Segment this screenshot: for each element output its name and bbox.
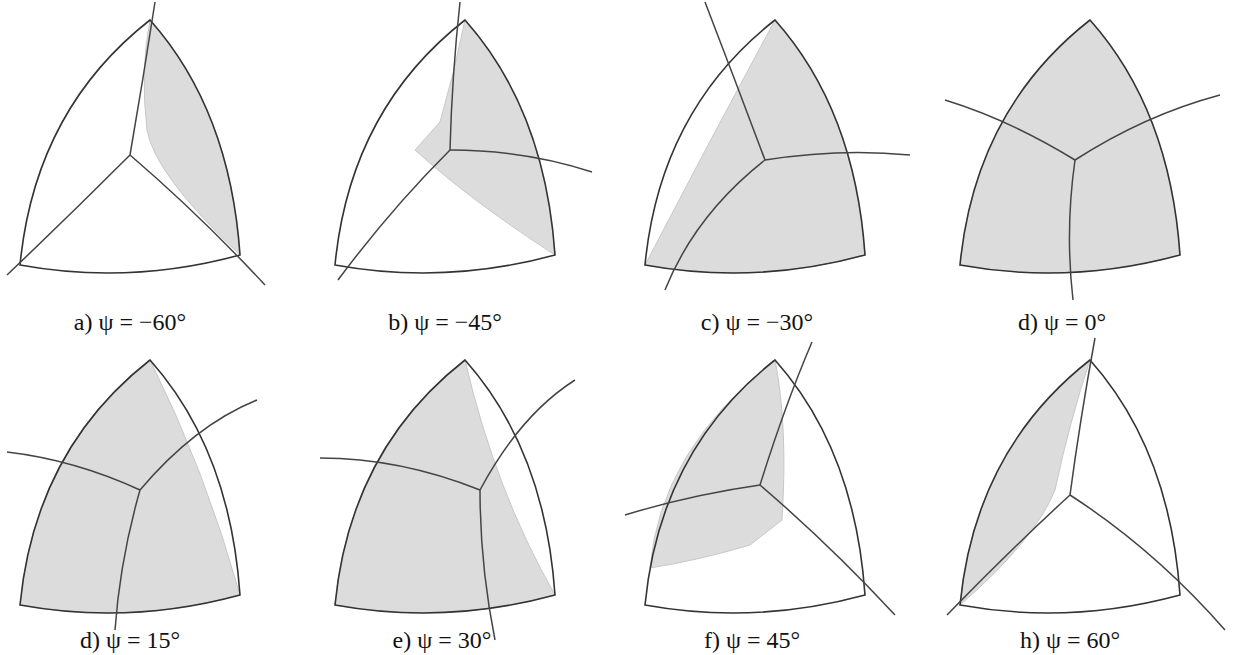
great-circle (665, 160, 765, 290)
shaded-region (960, 360, 1090, 605)
sphere-octant (945, 20, 1220, 300)
great-circle (450, 2, 460, 150)
shaded-region (144, 20, 240, 255)
great-circle (320, 458, 480, 490)
panel-label: a) ψ = −60° (74, 309, 186, 336)
panel-label: d) ψ = 15° (80, 627, 180, 654)
panel-label: f) ψ = 45° (704, 627, 800, 654)
great-circle (765, 152, 910, 160)
great-circle (625, 485, 760, 515)
sphere-octant (625, 342, 895, 615)
great-circle (760, 342, 812, 485)
triangle-outline (335, 20, 555, 273)
sphere-octant (335, 2, 592, 280)
great-circle (945, 100, 1075, 160)
triangle-outline (20, 20, 240, 273)
sphere-octant (7, 2, 265, 285)
great-circle (1075, 95, 1220, 160)
great-circle (480, 380, 575, 490)
triangle-outline (20, 360, 240, 613)
great-circle (338, 150, 450, 280)
triangle-outline (335, 360, 555, 613)
triangle-outline (645, 360, 865, 613)
panel-label: e) ψ = 30° (393, 627, 492, 654)
sphere-octant (320, 360, 575, 640)
sphere-octant (645, 2, 910, 290)
shaded-region (335, 360, 555, 613)
triangle-outline (960, 360, 1180, 613)
panel-label: d) ψ = 0° (1018, 309, 1106, 336)
shaded-region (20, 360, 240, 613)
shaded-region (645, 20, 865, 273)
great-circle (115, 490, 140, 630)
shaded-region (650, 360, 784, 568)
sphere-octant (947, 338, 1225, 630)
great-circle (450, 150, 592, 172)
great-circle (7, 452, 140, 490)
great-circle (140, 400, 257, 490)
great-circle (1070, 338, 1095, 495)
panel-label: c) ψ = −30° (701, 309, 813, 336)
great-circle (705, 2, 765, 160)
great-circle (480, 490, 495, 640)
great-circle (1069, 160, 1075, 300)
great-circle (130, 2, 155, 155)
great-circle (760, 485, 895, 615)
great-circle (947, 495, 1070, 615)
panel-label: b) ψ = −45° (388, 309, 502, 336)
great-circle (1070, 495, 1225, 630)
sphere-octant (7, 360, 257, 630)
panel-label: h) ψ = 60° (1020, 627, 1120, 654)
great-circle (130, 155, 265, 285)
triangle-outline (645, 20, 865, 273)
shaded-region (415, 20, 555, 255)
great-circle (7, 155, 130, 275)
